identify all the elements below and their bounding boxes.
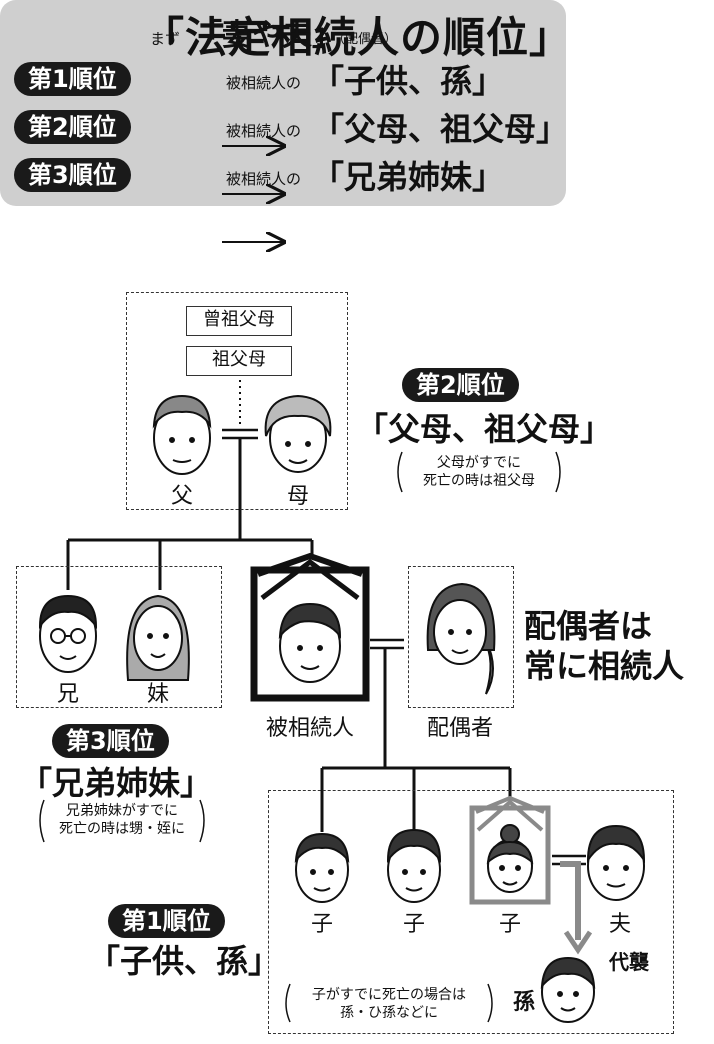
grandparents-box: 祖父母 xyxy=(186,346,292,376)
child3-frame xyxy=(469,795,551,905)
rank3-callout-pill: 第3順位 xyxy=(52,724,169,758)
substitution-arrow xyxy=(560,861,581,940)
rank1-callout-pill: 第1順位 xyxy=(108,904,225,938)
rank2-pill: 第2順位 xyxy=(14,110,131,144)
rank2-callout-pill: 第2順位 xyxy=(402,368,519,402)
husband-face xyxy=(586,824,646,901)
sister-face xyxy=(126,594,190,681)
husband-label: 夫 xyxy=(608,912,631,937)
summary-arrows xyxy=(222,146,284,242)
spouse-label: 配偶者 xyxy=(426,716,493,741)
rank1-callout-note: 子がすでに死亡の場合は 孫・ひ孫などに xyxy=(292,986,486,1022)
child1-label: 子 xyxy=(310,912,333,937)
rank3-prefix: 被相続人の xyxy=(226,170,302,188)
rank1-callout-title: 「子供、孫」 xyxy=(88,942,281,980)
rank2-note-line2: 死亡の時は祖父母 xyxy=(423,473,535,489)
rank3-note-line1: 兄弟姉妹がすでに xyxy=(65,803,179,819)
parents-group-box xyxy=(126,292,348,510)
mother-label: 母 xyxy=(286,484,309,509)
rank2-prefix: 被相続人の xyxy=(226,122,302,140)
rank3-target: 「兄弟姉妹」 xyxy=(312,158,505,196)
brother-face xyxy=(38,594,98,673)
faces xyxy=(38,394,646,1023)
rank1-prefix: 被相続人の xyxy=(226,74,302,92)
spouse-note-line1: 配偶者は xyxy=(524,607,653,645)
rank1-note-line1: 子がすでに死亡の場合は xyxy=(311,987,467,1003)
children-lines xyxy=(320,648,512,832)
rank2-callout-note: 父母がすでに 死亡の時は祖父母 xyxy=(404,454,554,490)
rank1-pill: 第1順位 xyxy=(14,62,131,96)
father-label: 父 xyxy=(170,484,193,509)
great-grandparents-box: 曾祖父母 xyxy=(186,306,292,336)
child2-face xyxy=(386,828,442,903)
child3-face xyxy=(486,824,534,893)
siblings-group-box xyxy=(16,566,222,708)
summary-box: まず 「妻や夫」 （配偶者） 第1順位 被相続人の 「子供、孫」 第2順位 被相… xyxy=(0,0,569,206)
spouse-word: 「妻や夫」 xyxy=(192,18,342,53)
parents-children-lines xyxy=(66,438,314,590)
rank2-target: 「父母、祖父母」 xyxy=(312,110,569,148)
rank3-note-line2: 死亡の時は甥・姪に xyxy=(59,821,185,837)
father-face xyxy=(152,394,212,475)
note-brackets xyxy=(39,451,561,1023)
spouse-group-box xyxy=(408,566,514,708)
rank3-callout-title: 「兄弟姉妹」 xyxy=(20,764,213,802)
page-title: 「法定相続人の順位」 xyxy=(141,13,572,62)
deceased-frame xyxy=(250,552,370,702)
spouse-note: 配偶者は 常に相続人 xyxy=(524,606,684,686)
mother-face xyxy=(264,394,332,473)
spouse-suffix: （配偶者） xyxy=(332,32,398,47)
spouse-face xyxy=(426,582,496,695)
deceased-face xyxy=(278,602,342,683)
deceased-label: 被相続人 xyxy=(265,716,354,741)
sister-label: 妹 xyxy=(146,682,169,707)
brother-label: 兄 xyxy=(56,682,79,707)
rank2-note-line1: 父母がすでに xyxy=(436,455,522,471)
substitution-label: 代襲 xyxy=(609,950,649,974)
rank3-callout-note: 兄弟姉妹がすでに 死亡の時は甥・姪に xyxy=(46,802,198,838)
grandchild-face xyxy=(540,956,596,1023)
child3-label: 子 xyxy=(498,912,521,937)
rank2-callout-title: 「父母、祖父母」 xyxy=(356,410,613,448)
child1-face xyxy=(294,832,350,903)
child2-label: 子 xyxy=(402,912,425,937)
rank1-target: 「子供、孫」 xyxy=(312,62,505,100)
children-group-box xyxy=(268,790,674,1034)
spouse-prefix: まず xyxy=(150,30,181,48)
rank1-note-line2: 孫・ひ孫などに xyxy=(340,1005,438,1021)
rank3-pill: 第3順位 xyxy=(14,158,131,192)
spouse-note-line2: 常に相続人 xyxy=(524,647,685,685)
grandchild-label: 孫 xyxy=(512,990,535,1015)
